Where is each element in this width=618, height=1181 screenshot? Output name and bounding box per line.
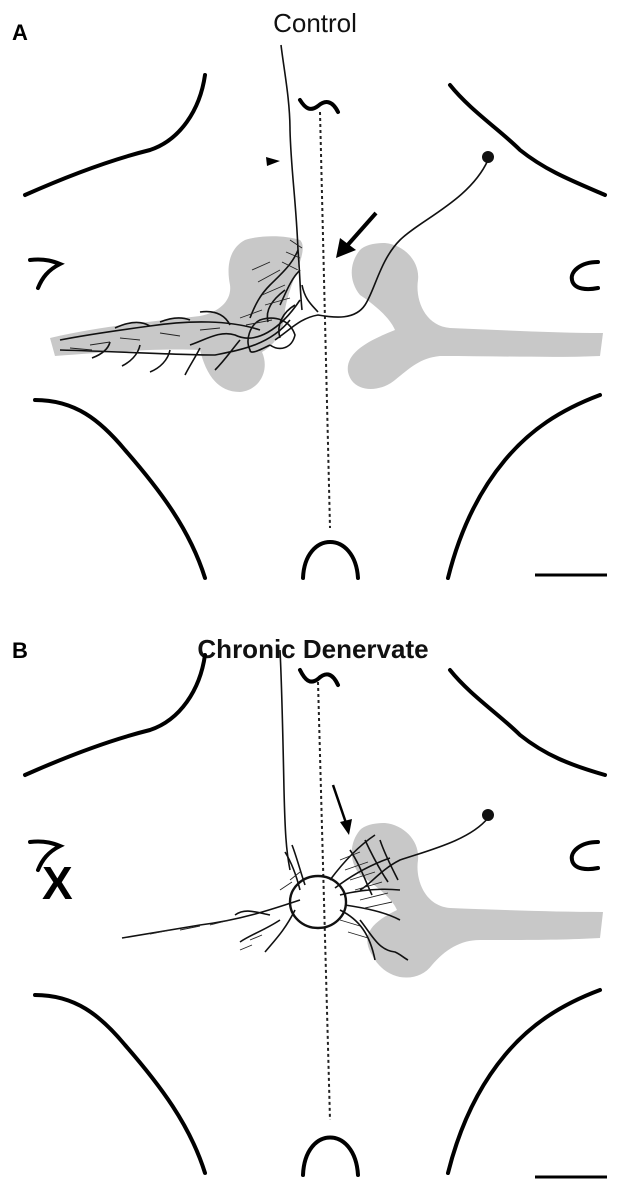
arrowhead-marker xyxy=(266,157,280,166)
nucleus-shapes xyxy=(50,236,603,392)
dense-arbor xyxy=(150,852,392,950)
midline-dotted xyxy=(318,682,330,1120)
small-hook-right xyxy=(572,842,598,869)
brainstem-section-drawing xyxy=(0,590,618,1181)
brainstem-section-drawing xyxy=(0,0,618,590)
outline-lower-right xyxy=(448,990,600,1173)
neuron-soma xyxy=(482,809,494,821)
neuron-soma xyxy=(482,151,494,163)
small-hook-right xyxy=(572,262,598,289)
midline-dotted xyxy=(320,112,330,528)
small-hook-left xyxy=(30,841,60,870)
nucleus-shapes xyxy=(352,823,603,978)
nucleus-left xyxy=(50,236,303,392)
panel-a: A Control xyxy=(0,0,618,590)
outline-upper-left xyxy=(25,655,205,775)
outline-upper-right xyxy=(450,670,605,775)
outline-lower-right xyxy=(448,395,600,578)
outline-lower-left xyxy=(35,400,205,578)
nucleus-right xyxy=(348,243,603,389)
small-hook-left xyxy=(30,259,60,288)
central-canal-bottom xyxy=(303,542,358,578)
outline-upper-right xyxy=(450,85,605,195)
central-canal-bottom xyxy=(303,1138,358,1176)
fourth-ventricle-top xyxy=(300,100,338,112)
ascending-axon xyxy=(280,650,290,870)
outline-lower-left xyxy=(35,995,205,1173)
tissue-outline xyxy=(25,75,605,578)
arrow-pointer xyxy=(333,785,352,835)
nucleus-right xyxy=(352,823,603,978)
outline-upper-left xyxy=(25,75,205,195)
panel-b: B Chronic Denervate X xyxy=(0,590,618,1181)
